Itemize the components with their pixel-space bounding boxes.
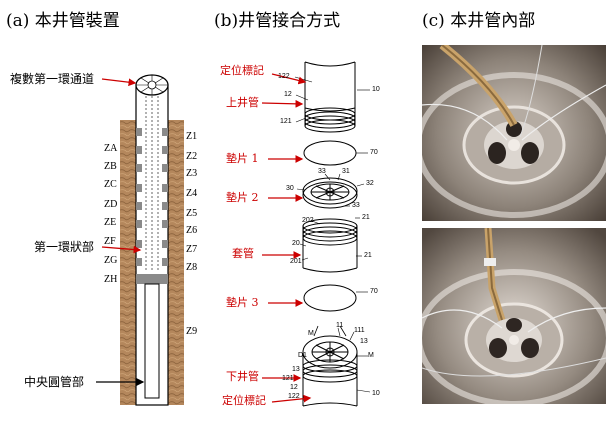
central-tube [144,283,160,399]
photo-well-interior-bottom [422,228,606,404]
part-number: 13 [292,366,300,373]
label-first-ring-section: 第一環狀部 [34,240,95,254]
part-number: 201 [290,258,302,265]
label-lower-pipe: 下井管 [226,370,259,383]
zone-code-left: ZG [104,255,118,266]
zone-code-right: Z5 [186,208,198,219]
lower-pipe [302,325,358,407]
part-number: 121 [280,118,292,125]
part-number: 30 [286,185,294,192]
part-number: 10 [372,390,380,397]
gasket-2 [302,177,358,209]
part-number: M [368,352,374,359]
label-sleeve: 套管 [232,247,254,260]
panel-b-title: (b)井管接合方式 [214,11,341,31]
zone-code-right: Z4 [186,188,198,199]
zone-code-right: Z1 [186,131,198,142]
part-number: 70 [370,149,378,156]
zone-code-left: ZC [104,179,117,190]
panel-c-title: (c) 本井管內部 [422,11,536,31]
zone-code-right: Z8 [186,262,198,273]
part-number: 31 [342,168,350,175]
label-central-tube: 中央圓管部 [24,375,85,389]
part-number: 10 [372,86,380,93]
label-upper-pipe: 上井管 [226,96,259,109]
soil-right [168,120,184,405]
sleeve-segments [136,128,168,284]
label-positioning-mark-top: 定位標記 [220,64,264,77]
part-number: 202 [302,217,314,224]
photo-well-interior-top [422,45,606,221]
zone-code-right: Z2 [186,151,198,162]
part-number: 21 [364,252,372,259]
part-number: 32 [366,180,374,187]
part-number: 20 [292,240,300,247]
part-number: 33 [318,168,326,175]
zone-code-left: ZE [104,217,117,228]
part-number: 13 [360,338,368,345]
label-positioning-mark-bottom: 定位標記 [222,394,266,407]
part-number: 21 [362,214,370,221]
part-number: 12 [284,91,292,98]
panel-a-title: (a) 本井管裝置 [6,11,120,31]
label-gasket-3: 墊片 3 [226,296,259,309]
zone-code-right: Z6 [186,225,198,236]
part-number: 33 [352,202,360,209]
zone-code-left: ZA [104,143,118,154]
soil-left [120,120,136,405]
part-number: 111 [354,327,365,334]
part-number: 70 [370,288,378,295]
label-gasket-2: 墊片 2 [226,191,259,204]
zone-code-left: ZF [104,236,116,247]
part-number: 11 [336,322,344,329]
zone-code-right: Z7 [186,244,198,255]
part-number: 122 [278,73,290,80]
part-number: 122 [288,393,300,400]
zone-code-right: Z3 [186,168,198,179]
zone-code-left: ZB [104,161,117,172]
sleeve [302,218,358,273]
zone-code-right: Z9 [186,326,198,337]
label-gasket-1: 墊片 1 [226,152,259,165]
part-number: D1 [298,352,307,359]
gasket-3 [303,284,357,312]
zone-code-left: ZH [104,274,118,285]
part-number: M [308,330,314,337]
upper-pipe [304,61,356,133]
label-multiple-first-ring-channels: 複數第一環通道 [10,72,95,86]
part-number: 12 [290,384,298,391]
zone-code-left: ZD [104,199,118,210]
part-number: 121 [282,375,294,382]
gasket-1 [303,140,357,166]
